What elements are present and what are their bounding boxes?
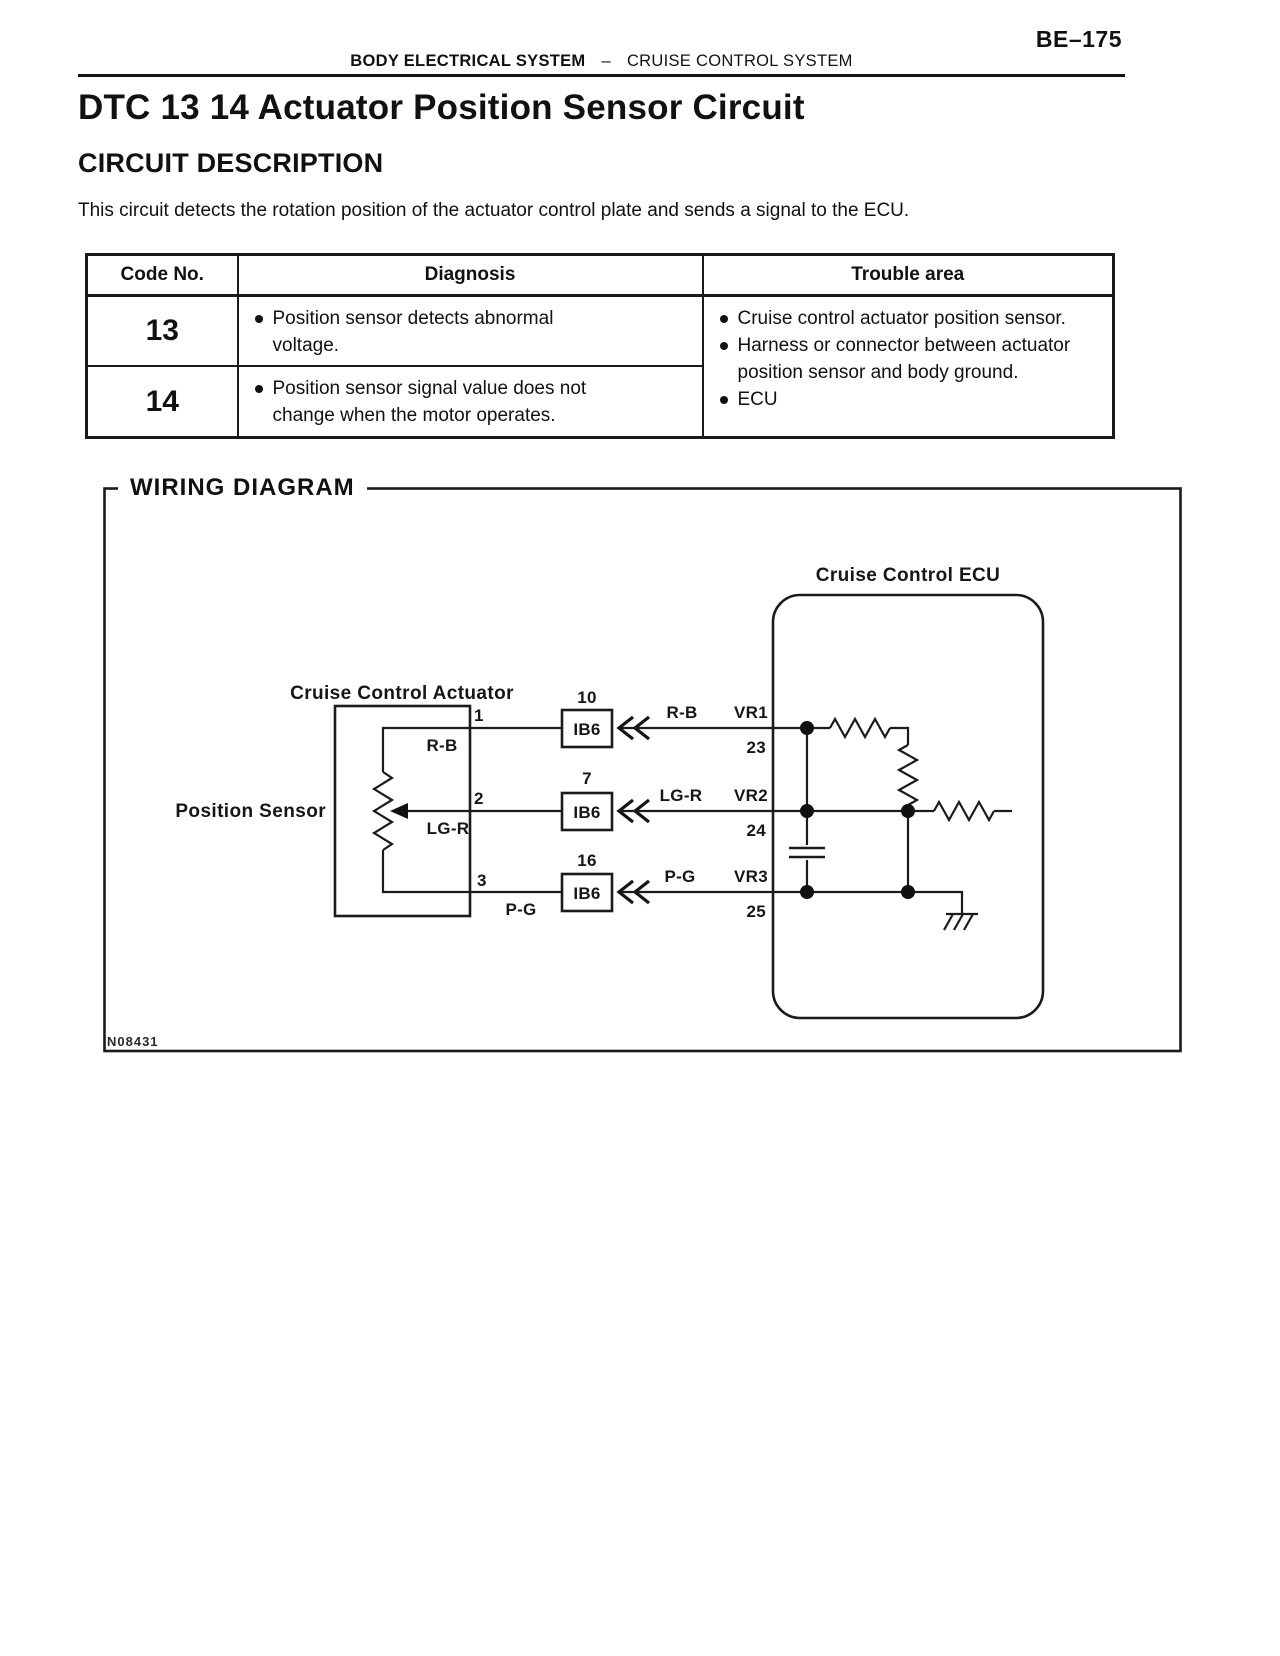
ecu-pin-2: 24 xyxy=(746,821,766,840)
wire-color-right-2: LG-R xyxy=(660,786,703,805)
actuator-pin-3: 3 xyxy=(477,871,487,890)
list-item: ECU xyxy=(719,386,1107,413)
wire-color-right-3: P-G xyxy=(664,867,695,886)
diagnosis-cell-13: Position sensor detects abnormal voltage… xyxy=(236,294,704,367)
table-header-diagnosis: Diagnosis xyxy=(236,253,704,297)
wiring-diagram-border xyxy=(103,487,1182,1053)
trouble-area-text: Harness or connector between actuator po… xyxy=(737,335,1071,383)
table-header-trouble-area: Trouble area xyxy=(701,253,1115,297)
circuit-description-heading: CIRCUIT DESCRIPTION xyxy=(78,148,384,178)
diagnosis-text: Position sensor detects abnormal voltage… xyxy=(272,308,554,356)
code-cell-14: 14 xyxy=(85,365,239,439)
junction-box-2 xyxy=(560,791,614,832)
bullet-marker xyxy=(719,396,728,404)
page-number: BE–175 xyxy=(1035,26,1122,52)
junction-code-2: IB6 xyxy=(573,803,600,822)
ecu-pin-3: 25 xyxy=(746,902,766,921)
dtc-title: DTC 13 14 Actuator Position Sensor Circu… xyxy=(78,88,805,127)
wire-color-left-1: R-B xyxy=(426,736,457,755)
ecu-terminal-1: VR1 xyxy=(734,703,768,722)
junction-box-1 xyxy=(560,708,614,749)
junction-code-3: IB6 xyxy=(573,884,600,903)
figure-code: N08431 xyxy=(107,1034,159,1049)
ground-icon xyxy=(943,912,978,931)
header-rule xyxy=(78,74,1125,77)
junction-code-1: IB6 xyxy=(573,720,600,739)
junction-box-3 xyxy=(560,872,614,913)
junction-dot xyxy=(901,804,915,818)
dtc-table: Code No. Diagnosis Trouble area 13 Posit… xyxy=(85,253,1115,439)
list-item: Cruise control actuator position sensor. xyxy=(719,305,1107,332)
junction-dot xyxy=(800,721,814,735)
list-item: Position sensor signal value does not ch… xyxy=(254,375,696,429)
potentiometer-resistor-icon xyxy=(371,771,395,851)
ecu-terminal-3: VR3 xyxy=(734,867,768,886)
connector-chevron-icon xyxy=(616,715,634,741)
bullet-marker xyxy=(719,315,728,323)
table-header-code: Code No. xyxy=(85,253,239,297)
running-header-section: BODY ELECTRICAL SYSTEM xyxy=(350,52,586,70)
wiring-diagram: Cruise Control Actuator Position Sensor … xyxy=(103,487,1182,1053)
wire-color-left-2: LG-R xyxy=(427,819,470,838)
bullet-marker xyxy=(254,385,263,393)
ecu-terminal-2: VR2 xyxy=(734,786,768,805)
running-header-separator: – xyxy=(601,52,611,70)
trouble-area-text: ECU xyxy=(737,389,778,410)
wire-vr3 xyxy=(620,890,964,914)
table-row: 14 Position sensor signal value does not… xyxy=(85,365,1114,439)
diagnosis-text: Position sensor signal value does not ch… xyxy=(272,378,587,426)
junction-dot xyxy=(800,804,814,818)
actuator-pin-2: 2 xyxy=(474,789,484,808)
position-sensor-label: Position Sensor xyxy=(175,801,326,822)
trouble-area-cell: Cruise control actuator position sensor.… xyxy=(701,294,1115,439)
bullet-marker xyxy=(719,342,728,350)
wiring-diagram-title: WIRING DIAGRAM xyxy=(118,473,367,503)
wire-pin1-left xyxy=(381,726,562,772)
junction-terminal-3: 16 xyxy=(577,851,597,870)
wire-color-right-1: R-B xyxy=(666,703,697,722)
table-row: 13 Position sensor detects abnormal volt… xyxy=(85,294,1115,439)
running-header-subsection: CRUISE CONTROL SYSTEM xyxy=(626,52,853,70)
actuator-label: Cruise Control Actuator xyxy=(290,683,514,704)
wire-color-left-3: P-G xyxy=(505,900,536,919)
list-item: Position sensor detects abnormal voltage… xyxy=(254,305,696,359)
resistor-r1-icon xyxy=(829,716,891,740)
trouble-area-text: Cruise control actuator position sensor. xyxy=(737,308,1066,329)
ecu-label: Cruise Control ECU xyxy=(816,565,1001,586)
list-item: Harness or connector between actuator po… xyxy=(719,332,1107,386)
actuator-pin-1: 1 xyxy=(474,706,484,725)
wire-pin3-left xyxy=(381,850,562,894)
resistor-r3-icon xyxy=(933,799,995,823)
wire-r1-to-r2 xyxy=(890,726,910,745)
wiper-arrow-icon xyxy=(390,803,408,819)
junction-dot xyxy=(800,885,814,899)
code-cell-13: 13 xyxy=(85,294,239,367)
bullet-marker xyxy=(254,315,263,323)
diagnosis-cell-14: Position sensor signal value does not ch… xyxy=(236,365,704,439)
junction-dot xyxy=(901,885,915,899)
connector-chevron-icon xyxy=(616,798,634,824)
table-header-row: Code No. Diagnosis Trouble area xyxy=(85,253,1115,297)
resistor-r2-icon xyxy=(896,744,920,811)
junction-terminal-2: 7 xyxy=(582,769,592,788)
circuit-description-text: This circuit detects the rotation positi… xyxy=(78,200,910,221)
connector-chevron-icon xyxy=(616,879,634,905)
junction-terminal-1: 10 xyxy=(577,688,597,707)
ecu-pin-1: 23 xyxy=(746,738,766,757)
running-header: BODY ELECTRICAL SYSTEM–CRUISE CONTROL SY… xyxy=(78,52,1125,71)
